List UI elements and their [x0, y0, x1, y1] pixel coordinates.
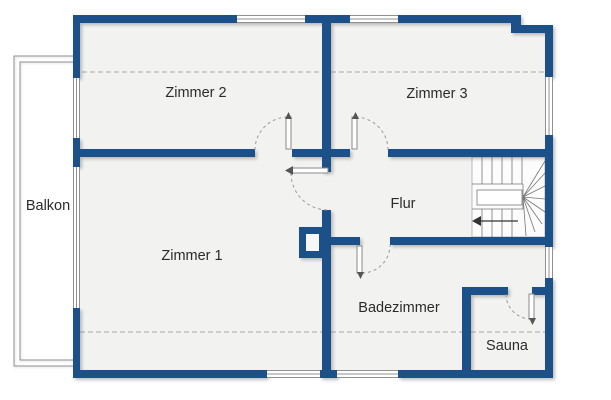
door-zimmer2	[254, 112, 292, 151]
door-badezimmer	[356, 244, 391, 279]
room-label-flur: Flur	[391, 196, 416, 212]
window-right-2	[545, 247, 553, 278]
room-label-badezimmer: Badezimmer	[358, 300, 440, 316]
windows	[73, 15, 553, 378]
floor-area	[73, 15, 553, 378]
room-label-zimmer2: Zimmer 2	[165, 85, 226, 101]
room-label-balkon: Balkon	[26, 198, 70, 214]
window-bottom-1	[267, 370, 320, 378]
window-left-2	[73, 167, 80, 308]
staircase	[471, 156, 546, 238]
doors	[254, 112, 536, 325]
window-top-1	[237, 15, 305, 23]
room-label-zimmer1: Zimmer 1	[161, 248, 222, 264]
room-labels: Balkon Zimmer 2 Zimmer 3 Zimmer 1 Flur B…	[26, 85, 529, 354]
door-zimmer1	[285, 166, 329, 211]
stair-direction-arrow	[472, 216, 518, 226]
room-label-sauna: Sauna	[486, 338, 529, 354]
roof-slope-lines	[80, 71, 545, 333]
window-left-1	[73, 78, 80, 138]
door-zimmer3	[351, 112, 389, 151]
room-label-zimmer3: Zimmer 3	[406, 86, 467, 102]
door-sauna	[505, 293, 536, 325]
window-bottom-2	[337, 370, 398, 378]
window-right-1	[545, 77, 553, 135]
chimney-shaft	[299, 227, 326, 258]
window-top-2	[350, 15, 398, 23]
